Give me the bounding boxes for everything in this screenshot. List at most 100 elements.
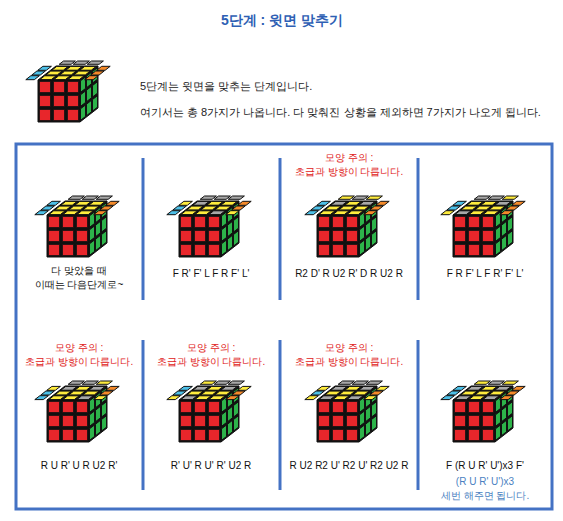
left-sticker <box>167 211 181 215</box>
right-sticker <box>238 201 252 205</box>
left-sticker <box>317 386 331 390</box>
side-sticker <box>496 411 501 426</box>
side-sticker <box>508 416 513 431</box>
top-sticker <box>68 76 84 80</box>
back-sticker <box>68 381 84 384</box>
side-sticker <box>90 226 95 241</box>
front-sticker <box>346 244 357 255</box>
top-sticker <box>347 396 363 400</box>
side-sticker <box>496 226 501 241</box>
back-sticker <box>474 196 490 199</box>
front-sticker <box>454 401 465 412</box>
top-sticker <box>209 396 225 400</box>
back-sticker <box>68 196 84 199</box>
back-sticker <box>474 381 490 384</box>
side-sticker <box>502 420 507 435</box>
right-sticker <box>500 211 514 215</box>
front-sticker <box>208 401 219 412</box>
back-sticker <box>228 196 244 199</box>
back-sticker <box>214 381 230 384</box>
cube-body <box>38 80 80 122</box>
warning-note: 모양 주의 : <box>55 342 103 354</box>
front-sticker <box>346 429 357 440</box>
top-sticker <box>80 66 96 70</box>
left-sticker <box>167 396 181 400</box>
left-sticker <box>305 211 319 215</box>
front-sticker <box>39 95 50 106</box>
front-sticker <box>468 429 479 440</box>
front-sticker <box>194 415 205 426</box>
top-sticker <box>495 201 511 205</box>
top-sticker <box>89 201 105 205</box>
front-sticker <box>482 230 493 241</box>
side-sticker <box>87 100 92 115</box>
front-sticker <box>482 401 493 412</box>
warning-note: 모양 주의 : <box>325 342 373 354</box>
left-sticker <box>447 206 461 210</box>
side-sticker <box>360 240 365 255</box>
top-sticker <box>489 206 505 210</box>
front-sticker <box>208 216 219 227</box>
side-sticker <box>96 420 101 435</box>
front-sticker <box>194 230 205 241</box>
left-sticker <box>317 201 331 205</box>
side-sticker <box>366 221 371 236</box>
top-sticker <box>221 386 237 390</box>
side-sticker <box>502 406 507 421</box>
front-sticker <box>454 415 465 426</box>
back-sticker <box>366 196 382 199</box>
front-sticker <box>346 216 357 227</box>
top-sticker <box>359 201 375 205</box>
front-sticker <box>318 429 329 440</box>
side-sticker <box>96 221 101 236</box>
right-sticker <box>376 386 390 390</box>
front-sticker <box>180 401 191 412</box>
front-sticker <box>318 230 329 241</box>
side-sticker <box>496 240 501 255</box>
intro-text: 여기서는 총 8가지가 나옵니다. 다 맞춰진 상황을 제외하면 7가지가 나오… <box>140 106 541 119</box>
top-sticker <box>489 391 505 395</box>
left-sticker <box>32 71 46 75</box>
front-sticker <box>332 415 343 426</box>
hint-note: (R U R' U')x3 <box>456 476 514 488</box>
front-sticker <box>468 401 479 412</box>
front-sticker <box>67 95 78 106</box>
front-sticker <box>180 244 191 255</box>
right-sticker <box>106 201 120 205</box>
right-sticker <box>106 386 120 390</box>
side-sticker <box>228 420 233 435</box>
front-sticker <box>194 244 205 255</box>
front-sticker <box>48 429 59 440</box>
front-sticker <box>62 230 73 241</box>
side-sticker <box>93 96 98 111</box>
front-sticker <box>194 216 205 227</box>
left-sticker <box>47 201 61 205</box>
side-sticker <box>81 91 86 106</box>
front-sticker <box>318 216 329 227</box>
front-sticker <box>48 401 59 412</box>
side-sticker <box>81 105 86 120</box>
right-sticker <box>512 201 526 205</box>
top-sticker <box>483 211 499 215</box>
front-sticker <box>48 216 59 227</box>
back-sticker <box>200 381 216 384</box>
cube-body <box>179 215 221 257</box>
warning-note: 초급과 방향이 다릅니다. <box>295 166 403 178</box>
top-sticker <box>483 396 499 400</box>
side-sticker <box>222 425 227 440</box>
side-sticker <box>360 411 365 426</box>
divider <box>142 340 145 490</box>
front-sticker <box>208 244 219 255</box>
side-sticker <box>228 221 233 236</box>
divider <box>417 158 420 300</box>
left-sticker <box>173 391 187 395</box>
side-sticker <box>222 240 227 255</box>
front-sticker <box>318 415 329 426</box>
front-sticker <box>180 415 191 426</box>
side-sticker <box>96 235 101 250</box>
right-sticker <box>370 206 384 210</box>
algorithm-text: F (R U R' U')x3 F' <box>446 460 524 472</box>
front-sticker <box>454 244 465 255</box>
front-sticker <box>468 415 479 426</box>
side-sticker <box>228 406 233 421</box>
